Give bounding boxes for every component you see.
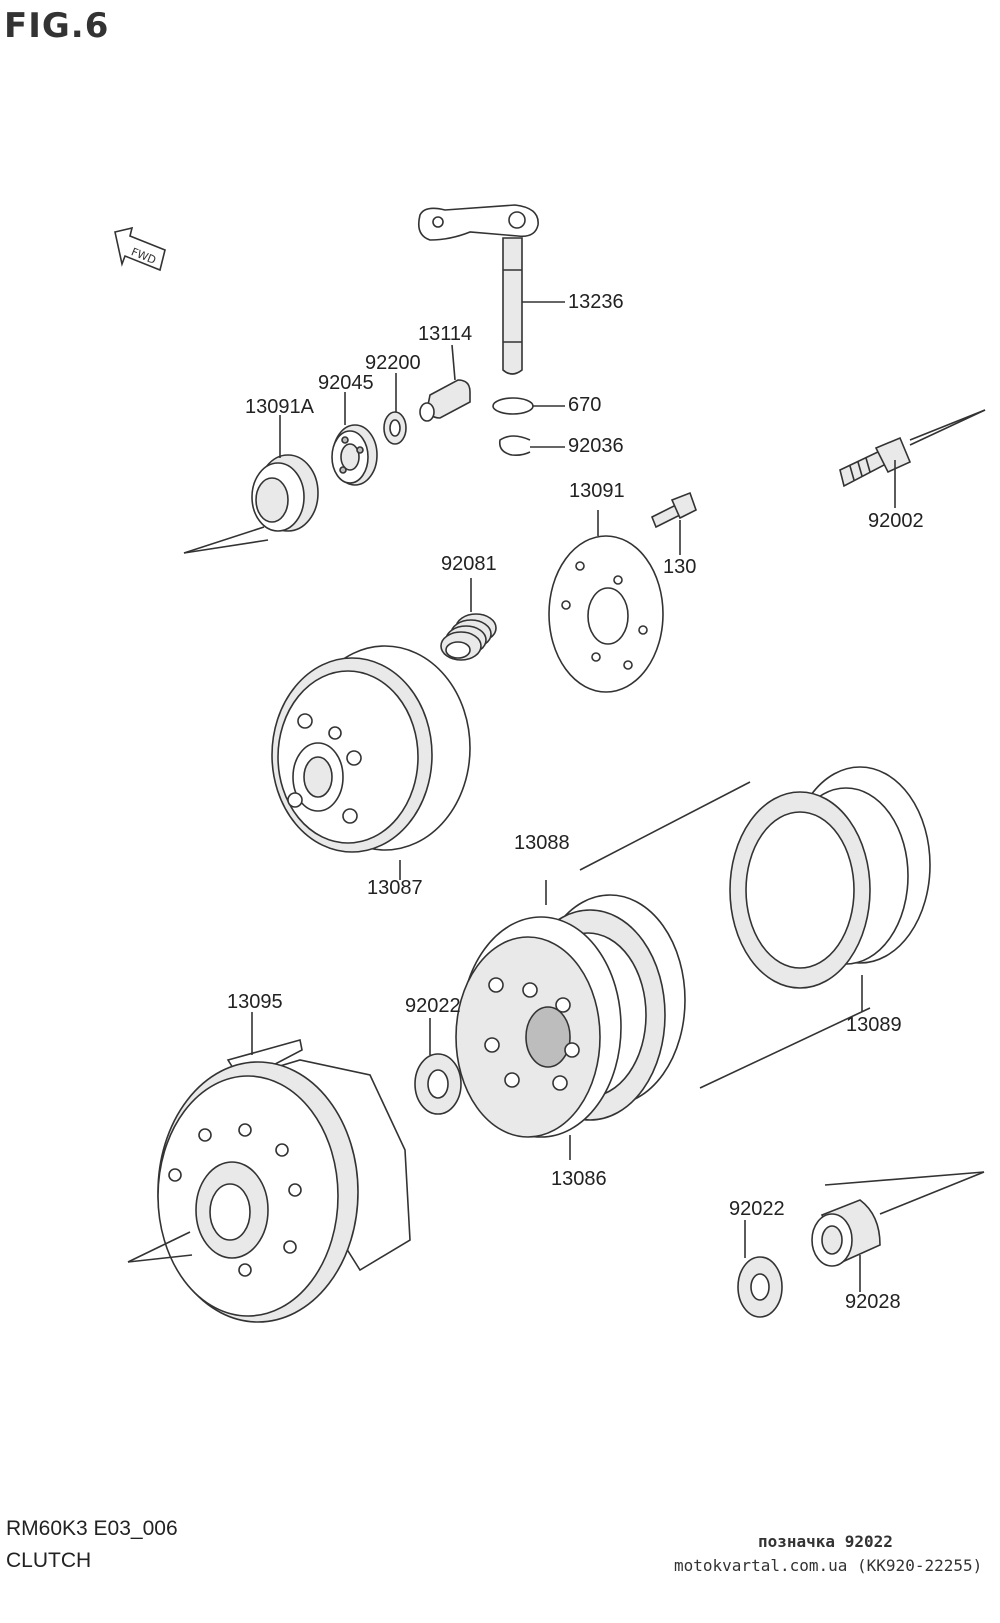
callout-92036: 92036 [568, 435, 624, 457]
callout-13088: 13088 [514, 832, 570, 854]
hex-bolt [839, 409, 986, 508]
callout-13095: 13095 [227, 991, 283, 1013]
bearing-retainer [183, 454, 319, 554]
o-ring [492, 397, 534, 415]
pressure-plate [548, 510, 664, 693]
clutch-release-shaft [417, 204, 539, 375]
callout-670: 670 [568, 394, 602, 416]
callout-92200: 92200 [365, 352, 421, 374]
clutch-housing [127, 1012, 411, 1323]
circlip [498, 435, 531, 456]
callout-13236: 13236 [568, 291, 624, 313]
small-bolt [650, 491, 697, 555]
callout-92028: 92028 [845, 1291, 901, 1313]
front-direction-arrow-icon: FWD [114, 226, 166, 272]
thrust-washer-upper [414, 1018, 462, 1115]
thrust-washer-lower [737, 1220, 783, 1318]
callout-130: 130 [663, 556, 697, 578]
section-name: CLUTCH [6, 1549, 92, 1572]
callout-92045: 92045 [318, 372, 374, 394]
model-code: RM60K3 E03_006 [6, 1517, 178, 1540]
callout-13089: 13089 [846, 1014, 902, 1036]
push-rod-holder [419, 379, 471, 422]
collar [811, 1171, 985, 1292]
callout-13086: 13086 [551, 1168, 607, 1190]
callout-13091: 13091 [569, 480, 625, 502]
figure-title: FIG.6 [4, 6, 110, 46]
callout-13091a: 13091A [245, 396, 314, 418]
clutch-hub [271, 645, 471, 880]
callout-92022-upper: 92022 [405, 995, 461, 1017]
callout-13087: 13087 [367, 877, 423, 899]
part-note: позначка 92022 [758, 1532, 893, 1551]
ball-bearing [331, 424, 378, 486]
website-credit: motokvartal.com.ua (KK920-22255) [674, 1556, 983, 1575]
callout-13114: 13114 [418, 323, 473, 345]
small-washer [383, 411, 407, 445]
callout-92002: 92002 [868, 510, 924, 532]
callout-92081: 92081 [441, 553, 497, 575]
callout-92022-lower: 92022 [729, 1198, 785, 1220]
clutch-spring [440, 578, 497, 661]
clutch-pressure-plate [455, 916, 622, 1160]
